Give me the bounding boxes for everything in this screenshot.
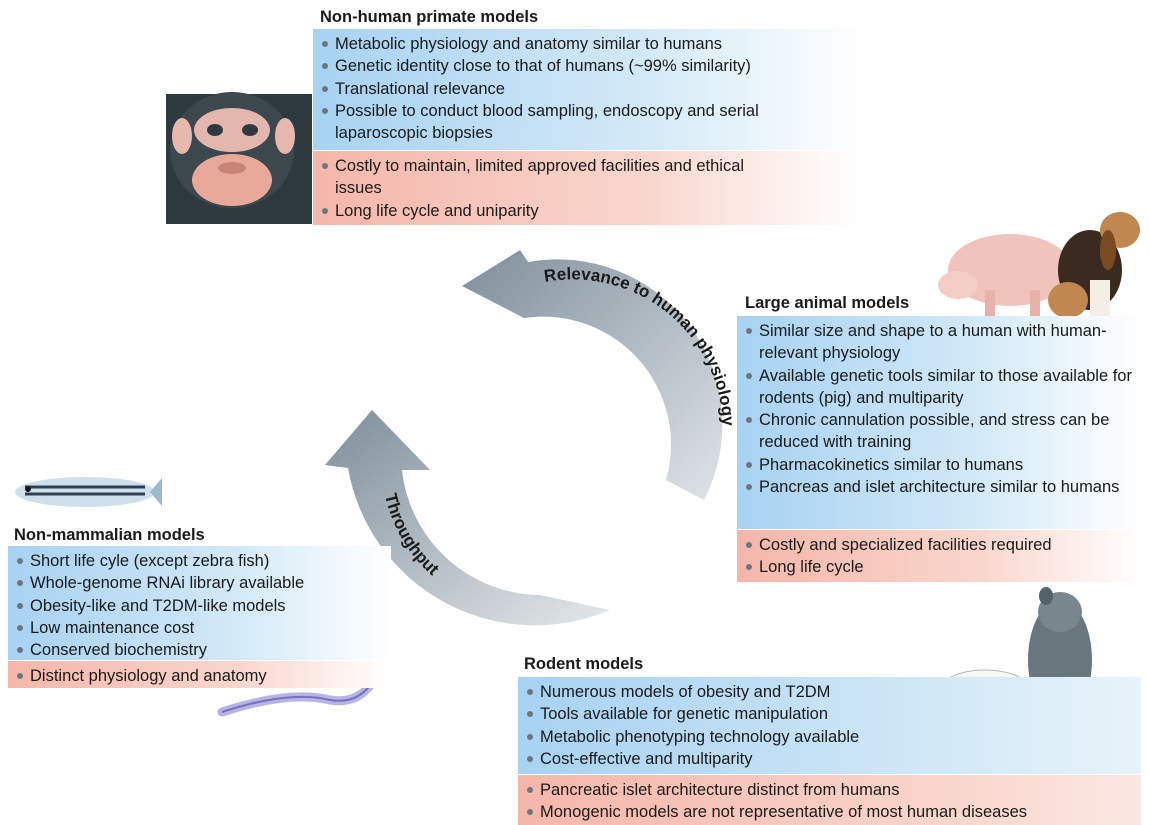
primate-title: Non-human primate models (320, 8, 539, 26)
list-item: Metabolic phenotyping technology availab… (526, 726, 1135, 748)
list-item: Tools available for genetic manipulation (526, 703, 1135, 725)
primate-pros-list: Metabolic physiology and anatomy similar… (313, 29, 863, 150)
pig-dog-illustration (938, 212, 1140, 318)
list-item: Similar size and shape to a human with h… (745, 320, 1135, 365)
list-item: Chronic cannulation possible, and stress… (745, 409, 1135, 454)
list-item: Pancreatic islet architecture distinct f… (526, 779, 1135, 801)
nonmammal-title: Non-mammalian models (14, 526, 205, 544)
large-cons-list: Costly and specialized facilities requir… (737, 530, 1141, 582)
nonmammal-pros-list: Short life cyle (except zebra fish) Whol… (8, 546, 391, 660)
list-item: Low maintenance cost (16, 617, 385, 639)
rodent-title: Rodent models (524, 655, 644, 673)
nonmammal-cons-list: Distinct physiology and anatomy (8, 661, 391, 688)
large-pros-list: Similar size and shape to a human with h… (737, 316, 1141, 529)
relevance-arrow (462, 250, 723, 500)
list-item: Pharmacokinetics similar to humans (745, 454, 1135, 476)
zebrafish-illustration (15, 477, 162, 507)
rodent-cons-list: Pancreatic islet architecture distinct f… (518, 775, 1141, 825)
list-item: Possible to conduct blood sampling, endo… (321, 100, 835, 145)
list-item: Numerous models of obesity and T2DM (526, 681, 1135, 703)
list-item: Conserved biochemistry (16, 639, 385, 661)
list-item: Cost-effective and multiparity (526, 748, 1135, 770)
list-item: Translational relevance (321, 78, 857, 100)
list-item: Short life cyle (except zebra fish) (16, 550, 385, 572)
list-item: Pancreas and islet architecture similar … (745, 476, 1135, 498)
large-title: Large animal models (745, 294, 910, 312)
list-item: Metabolic physiology and anatomy similar… (321, 33, 857, 55)
list-item: Costly and specialized facilities requir… (745, 534, 1135, 556)
list-item: Whole-genome RNAi library available (16, 572, 385, 594)
list-item: Distinct physiology and anatomy (16, 665, 385, 687)
list-item: Long life cycle (745, 556, 1135, 578)
list-item: Monogenic models are not representative … (526, 801, 1135, 823)
throughput-arrow (325, 410, 610, 626)
list-item: Genetic identity close to that of humans… (321, 55, 857, 77)
rodent-pros-list: Numerous models of obesity and T2DM Tool… (518, 677, 1141, 774)
list-item: Long life cycle and uniparity (321, 200, 857, 222)
list-item: Obesity-like and T2DM-like models (16, 595, 385, 617)
primate-cons-list: Costly to maintain, limited approved fac… (313, 151, 863, 225)
list-item: Costly to maintain, limited approved fac… (321, 155, 775, 200)
worm-illustration (217, 673, 380, 717)
chimpanzee-illustration (166, 92, 312, 224)
list-item: Available genetic tools similar to those… (745, 365, 1135, 410)
